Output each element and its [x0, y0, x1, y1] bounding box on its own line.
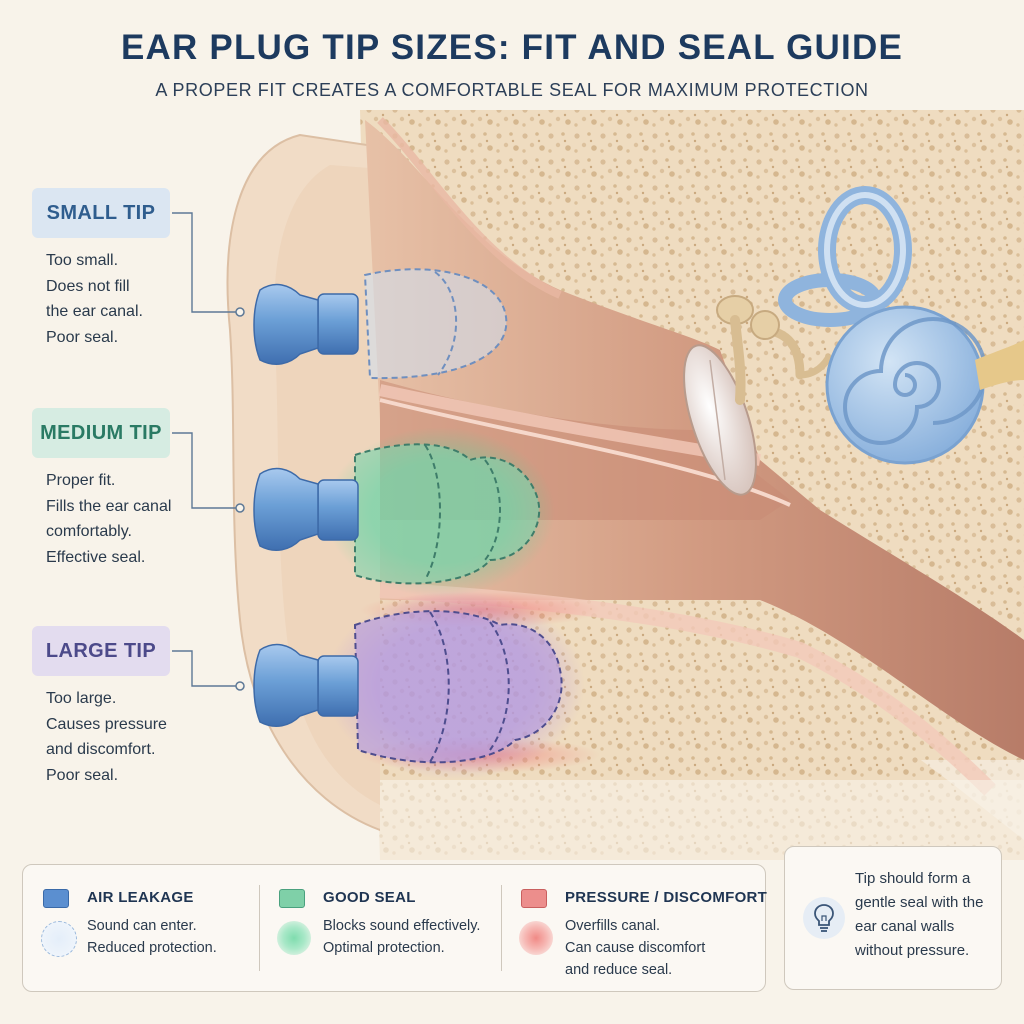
legend-description: Sound can enter.Reduced protection. — [87, 918, 217, 956]
medium-tip-label: MEDIUM TIP — [32, 408, 170, 458]
legend-divider — [501, 885, 502, 971]
legend-description: Blocks sound effectively.Optimal protect… — [323, 918, 481, 956]
legend-item-good-seal: GOOD SEAL Blocks sound effectively.Optim… — [259, 865, 501, 991]
legend-item-pressure-discomfort: PRESSURE / DISCOMFORT Overfills canal.Ca… — [501, 865, 768, 991]
legend-title: AIR LEAKAGE — [87, 889, 194, 906]
eardrum — [683, 344, 757, 496]
legend-title: GOOD SEAL — [323, 889, 416, 906]
small-tip-description: Too small.Does not fill the ear canal.Po… — [46, 252, 143, 346]
large-tip-description: Too large.Causes pressure and discomfort… — [46, 690, 167, 784]
good-seal-glow-icon — [277, 921, 311, 955]
leader-lines — [172, 212, 238, 687]
good-seal-swatch — [279, 889, 305, 908]
page-title: EAR PLUG TIP SIZES: FIT AND SEAL GUIDE — [121, 28, 903, 67]
small-tip-plug — [253, 268, 508, 380]
lightbulb-icon — [803, 897, 845, 939]
page-subtitle: A PROPER FIT CREATES A COMFORTABLE SEAL … — [155, 80, 869, 100]
medium-tip-description: Proper fit.Fills the ear canal comfortab… — [46, 472, 172, 566]
legend-title: PRESSURE / DISCOMFORT — [565, 889, 768, 906]
small-tip-label: SMALL TIP — [32, 188, 170, 238]
air-leakage-swatch — [43, 889, 69, 908]
legend-item-air-leakage: AIR LEAKAGE Sound can enter.Reduced prot… — [23, 865, 259, 991]
pressure-glow-icon — [519, 921, 553, 955]
air-leakage-glow-icon — [41, 921, 77, 957]
legend: AIR LEAKAGE Sound can enter.Reduced prot… — [22, 864, 768, 992]
legend-divider — [259, 885, 260, 971]
medium-tip-plug — [253, 427, 555, 597]
large-tip-plug — [253, 590, 585, 780]
large-tip-label: LARGE TIP — [32, 626, 170, 676]
pressure-swatch — [521, 889, 547, 908]
